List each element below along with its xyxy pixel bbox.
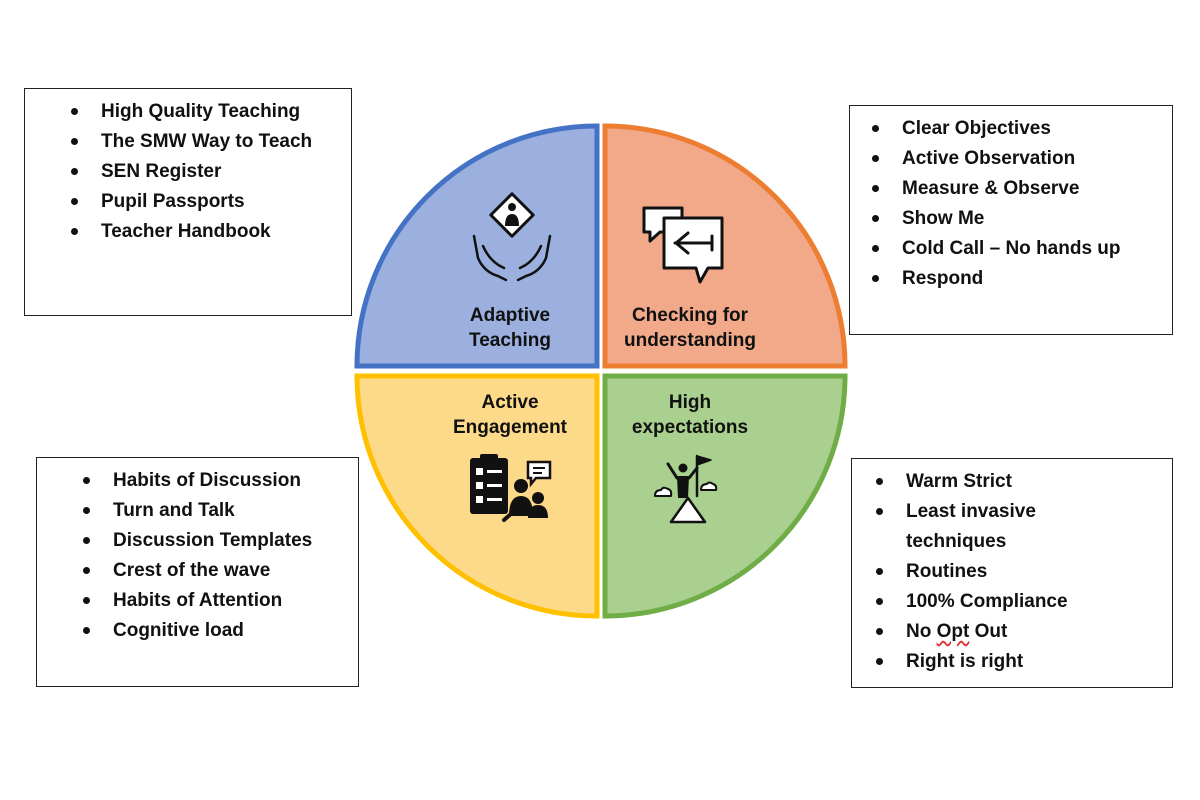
list-item: Active Observation bbox=[852, 144, 1172, 174]
label-line: Active bbox=[481, 392, 539, 413]
adaptive-teaching-list-box: High Quality Teaching The SMW Way to Tea… bbox=[24, 88, 352, 316]
list-item: Teacher Handbook bbox=[51, 217, 351, 247]
list-item: Clear Objectives bbox=[852, 114, 1172, 144]
list-item: Pupil Passports bbox=[51, 187, 351, 217]
list-item: Routines bbox=[856, 557, 1172, 587]
list-item: Habits of Attention bbox=[63, 586, 358, 616]
list-item: Turn and Talk bbox=[63, 496, 358, 526]
label-line: High bbox=[668, 392, 712, 413]
list-item-continuation: techniques bbox=[906, 531, 1007, 552]
checklist-students-icon bbox=[470, 454, 552, 522]
list-item: Respond bbox=[852, 264, 1172, 294]
label-line: Adaptive bbox=[469, 305, 551, 326]
list-item: Cognitive load bbox=[63, 616, 358, 646]
list-item: Right is right bbox=[856, 647, 1172, 677]
list-item: High Quality Teaching bbox=[51, 97, 351, 127]
high-expectations-quadrant bbox=[602, 373, 848, 619]
list-item: No Opt Out bbox=[856, 617, 1172, 647]
list-item: SEN Register bbox=[51, 157, 351, 187]
spellcheck-underlined-word: Opt bbox=[936, 621, 970, 642]
high-expectations-list: Warm Strict Least invasive techniques Ro… bbox=[852, 459, 1172, 677]
checking-understanding-list-box: Clear Objectives Active Observation Meas… bbox=[849, 105, 1173, 335]
hands-holding-person-icon bbox=[472, 192, 552, 282]
checking-understanding-label: Checking for understanding bbox=[580, 303, 800, 353]
list-item: Measure & Observe bbox=[852, 174, 1172, 204]
adaptive-teaching-list: High Quality Teaching The SMW Way to Tea… bbox=[25, 89, 351, 247]
active-engagement-list: Habits of Discussion Turn and Talk Discu… bbox=[37, 458, 358, 646]
list-item: Least invasive techniques bbox=[856, 497, 1172, 557]
speech-bubbles-arrow-icon bbox=[642, 206, 724, 284]
label-line: understanding bbox=[624, 330, 756, 351]
label-line: Checking for bbox=[631, 305, 749, 326]
list-item-word: Out bbox=[974, 621, 1008, 642]
list-item: Show Me bbox=[852, 204, 1172, 234]
list-item-line: Least invasive bbox=[906, 501, 1036, 522]
high-expectations-label: High expectations bbox=[580, 390, 800, 440]
label-line: Engagement bbox=[452, 417, 568, 438]
active-engagement-list-box: Habits of Discussion Turn and Talk Discu… bbox=[36, 457, 359, 687]
adaptive-teaching-label: Adaptive Teaching bbox=[400, 303, 620, 353]
list-item: 100% Compliance bbox=[856, 587, 1172, 617]
active-engagement-label: Active Engagement bbox=[400, 390, 620, 440]
list-item: Cold Call – No hands up bbox=[852, 234, 1172, 264]
list-item: Crest of the wave bbox=[63, 556, 358, 586]
list-item: Warm Strict bbox=[856, 467, 1172, 497]
high-expectations-list-box: Warm Strict Least invasive techniques Ro… bbox=[851, 458, 1173, 688]
list-item: Discussion Templates bbox=[63, 526, 358, 556]
list-item: Habits of Discussion bbox=[63, 466, 358, 496]
label-line: expectations bbox=[631, 417, 749, 438]
mountain-summit-flag-icon bbox=[654, 454, 718, 524]
checking-understanding-list: Clear Objectives Active Observation Meas… bbox=[850, 106, 1172, 294]
label-line: Teaching bbox=[469, 330, 551, 351]
checking-understanding-quadrant bbox=[602, 123, 848, 369]
list-item-word: No bbox=[906, 621, 932, 642]
list-item: The SMW Way to Teach bbox=[51, 127, 351, 157]
